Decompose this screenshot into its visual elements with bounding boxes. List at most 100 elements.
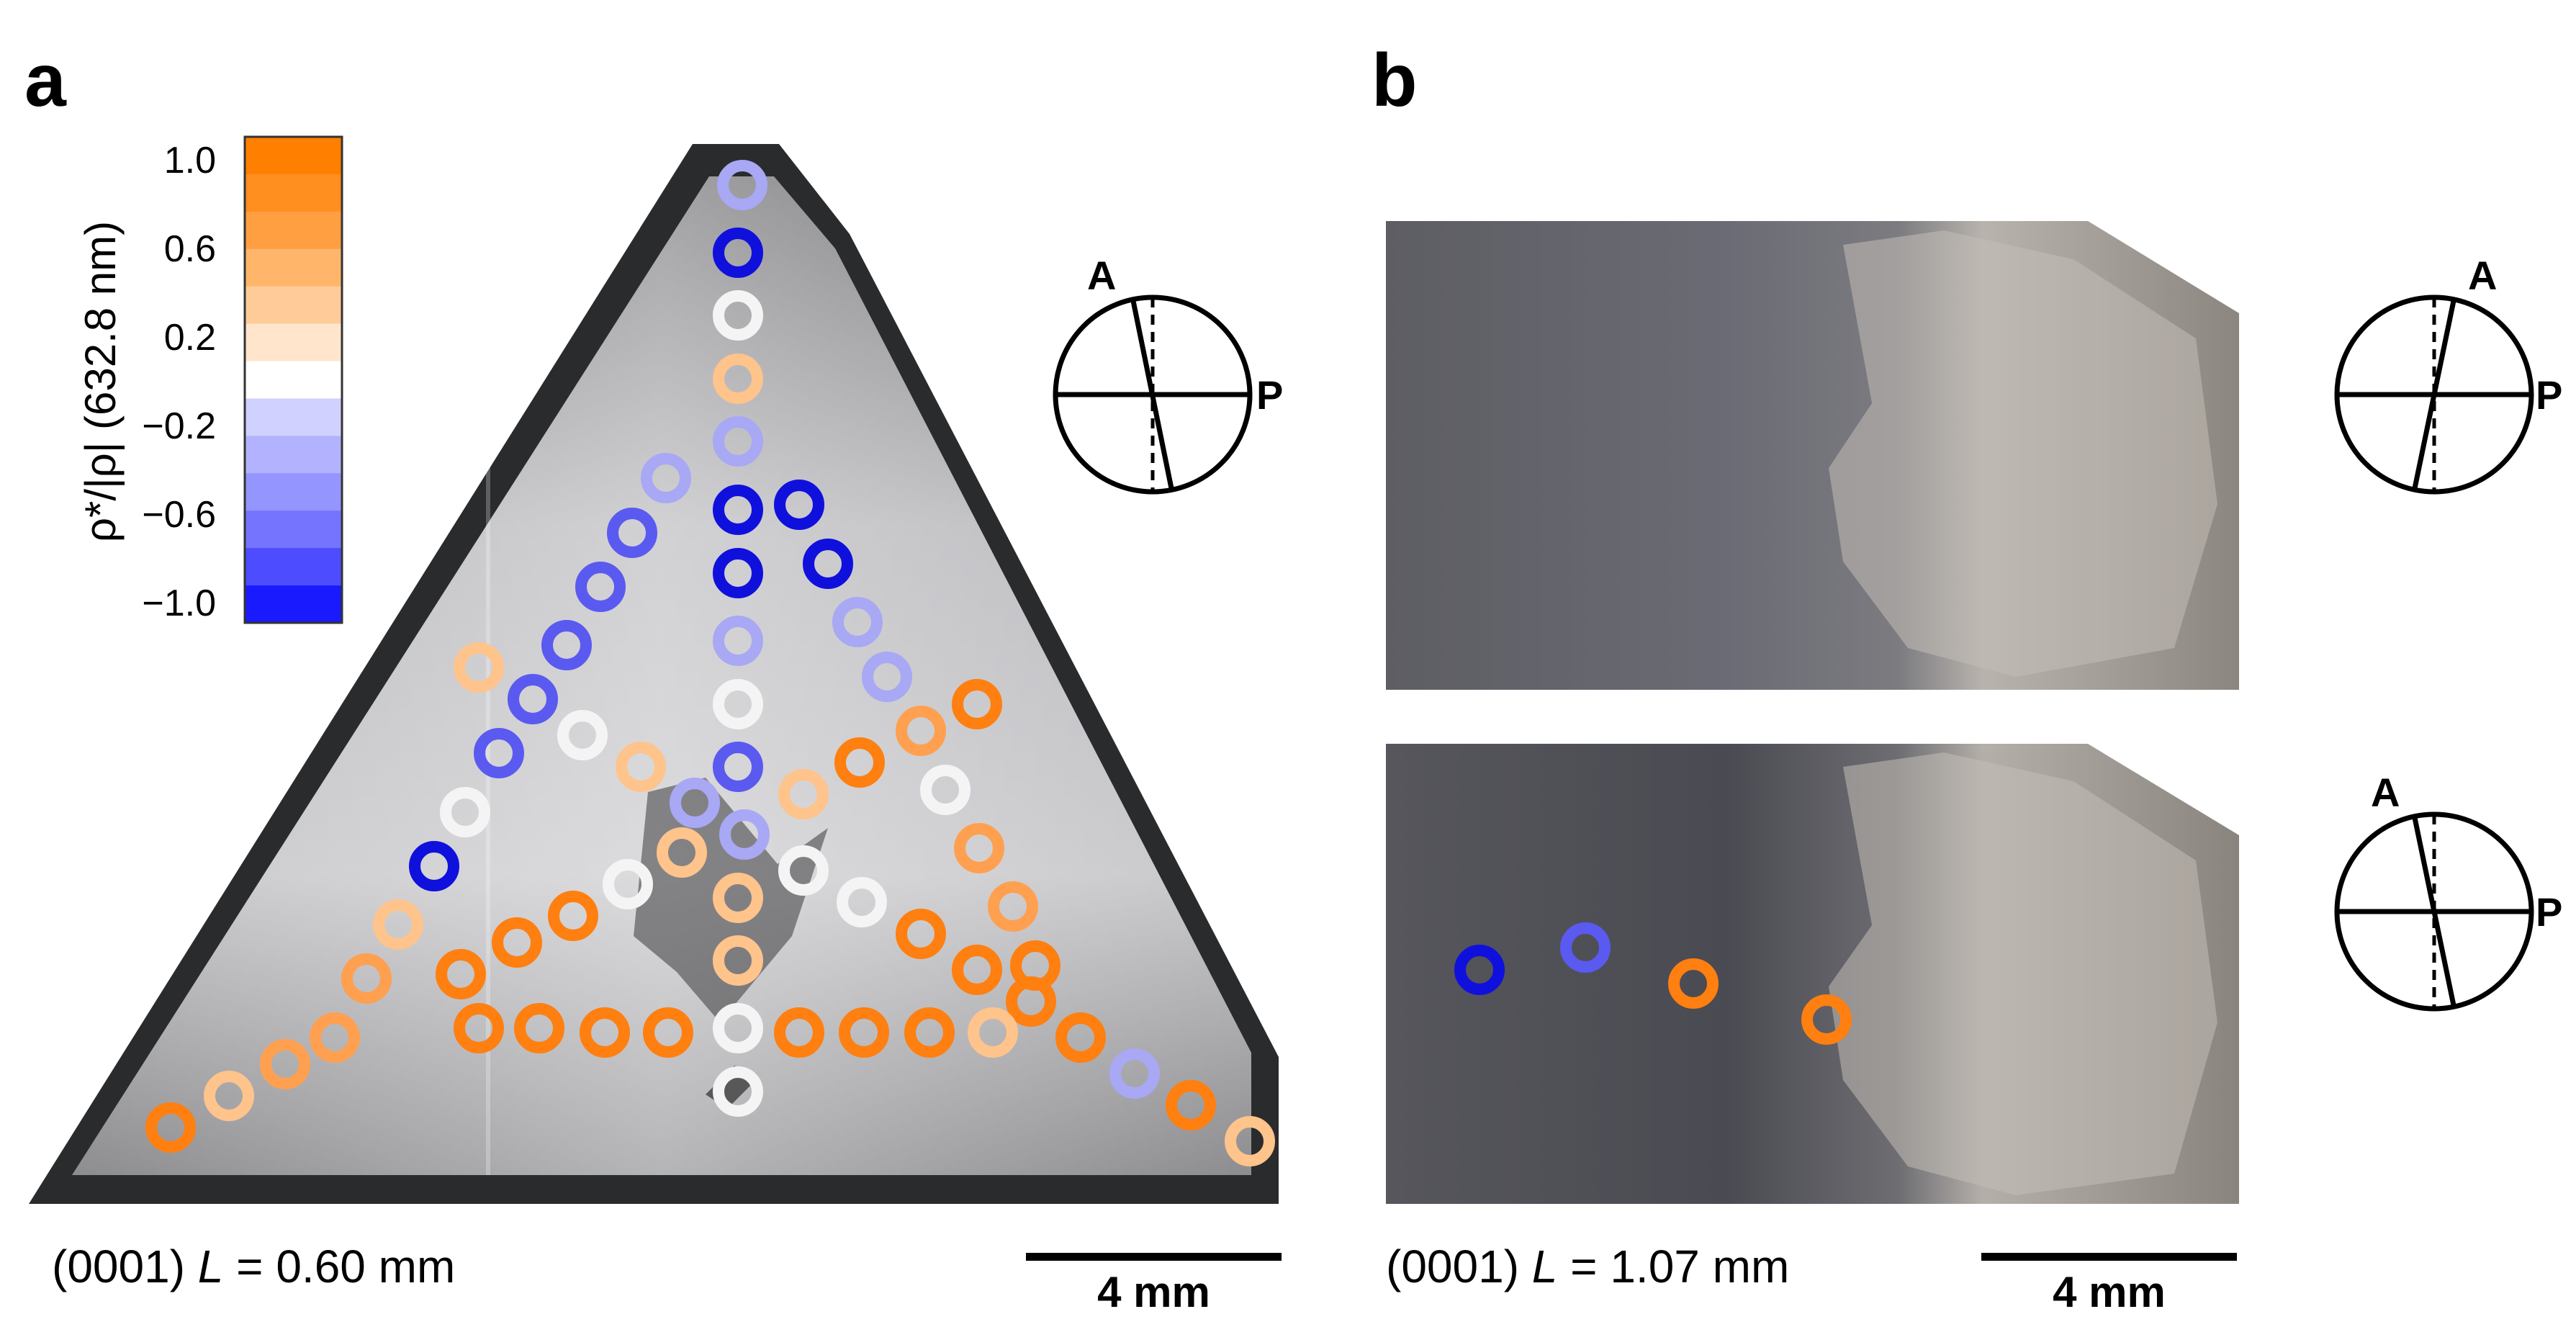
colorbar-tick-1: 1.0 [163,140,216,181]
panel-a-marker [580,1007,630,1058]
panel-a-marker [657,827,707,878]
colorbar-bin [245,323,342,362]
caption-b-var: L [1531,1241,1558,1292]
colorbar-tick-2: 0.6 [163,228,216,270]
caption-a-var: L [197,1241,224,1292]
panel-a-marker [968,1007,1018,1058]
panel-a-marker [713,485,763,535]
caption-a: (0001) L = 0.60 mm [52,1243,455,1290]
colorbar-bin [245,137,342,175]
panel-a-marker [575,562,626,612]
panel-a-marker [557,710,608,760]
panel-a-marker [713,616,763,666]
polarizer-diagram-b-bottom [2334,811,2534,1012]
crystal-photo-b-bottom [1386,744,2239,1204]
panel-a-marker [713,416,763,467]
panel-a-marker [954,823,1004,873]
panel-a-marker [904,1007,955,1058]
panel-a-marker [837,877,887,927]
panel-a-marker [607,508,657,558]
panel-a-marker [1055,1012,1106,1063]
panel-a-marker [713,228,763,278]
crystal-photo-b-top [1386,221,2239,690]
panel-a-marker [713,935,763,986]
polarizer-b-bottom-polarizer-label: P [2536,889,2562,935]
scalebar-b-label: 4 mm [2053,1268,2166,1316]
panel-a-marker [643,1007,693,1058]
panel-a-marker [862,652,912,702]
caption-b-value: = 1.07 mm [1557,1241,1790,1292]
colorbar-bin [245,211,342,250]
panel-a-marker [341,953,392,1004]
colorbar-bin [245,248,342,287]
panel-a-marker [713,679,763,729]
caption-a-plane: (0001) [52,1241,185,1292]
panel-a-marker [713,290,763,341]
colorbar [245,137,342,624]
panel-a-marker [436,949,486,999]
panel-a-marker [988,881,1038,932]
scalebar-a [1026,1253,1282,1261]
colorbar-tick-4: −0.2 [142,405,216,447]
polarizer-a-polarizer-label: P [1256,372,1283,418]
panel-a-marker [832,597,883,647]
colorbar-bin [245,510,342,549]
markers-panel-a [145,160,1275,1166]
panel-a-marker [719,809,770,860]
panel-a-marker [713,1003,763,1053]
colorbar-bin [245,548,342,586]
panel-a-marker [952,945,1002,995]
scalebar-a-label: 4 mm [1097,1268,1210,1316]
panel-a-marker [774,480,824,530]
panel-a-marker [713,1066,763,1117]
panel-a-marker [896,706,946,756]
panel-a-marker [839,1007,889,1058]
colorbar-tick-3: 0.2 [163,317,216,359]
crystal-photo-a [29,144,1279,1204]
colorbar-tick-6: −1.0 [142,582,216,624]
colorbar-tick-5: −0.6 [142,494,216,536]
panel-a-marker [492,917,542,968]
panel-a-marker [774,1007,824,1058]
colorbar-bin [245,585,342,624]
caption-b: (0001) L = 1.07 mm [1386,1243,1789,1290]
colorbar-bin [245,436,342,474]
panel-a-marker [508,674,558,724]
panel-a-marker [1109,1048,1160,1099]
panel-a-marker [803,539,853,589]
panel-a-marker [670,778,720,828]
panel-a-marker [310,1012,360,1063]
colorbar-bin [245,361,342,399]
panel-letter-a: a [24,39,66,122]
panel-a-marker [1010,940,1060,991]
panel-a-marker [713,873,763,923]
panel-a-marker [204,1071,254,1121]
panel-a-marker [896,909,946,959]
panel-a-marker [603,859,653,909]
panel-a-marker [952,679,1002,729]
polarizer-diagram-a [1053,294,1253,495]
panel-a-marker [920,765,970,815]
caption-a-value: = 0.60 mm [223,1241,456,1292]
panel-a-marker [713,354,763,404]
panel-a-marker [834,737,885,788]
colorbar-bin [245,174,342,212]
panel-a-marker [548,891,598,941]
polarizer-a-analyzer-label: A [1087,253,1116,298]
panel-a-marker [373,899,423,950]
polarizer-b-top-analyzer-label: A [2468,253,2497,298]
panel-a-marker [454,642,504,693]
panel-b-marker [1668,958,1719,1009]
polarizer-b-top-polarizer-label: P [2536,372,2562,418]
markers-panel-b [1454,922,1852,1045]
panel-a-marker [409,841,459,891]
panel-a-marker [260,1039,310,1089]
panel-a-marker [717,160,767,210]
panel-b-marker [1454,945,1505,995]
panel-a-marker [514,1003,564,1053]
panel-a-marker [474,728,524,778]
panel-a-marker [145,1102,196,1153]
colorbar-bin [245,286,342,325]
panel-a-marker [541,620,592,670]
panel-a-marker [641,453,691,503]
